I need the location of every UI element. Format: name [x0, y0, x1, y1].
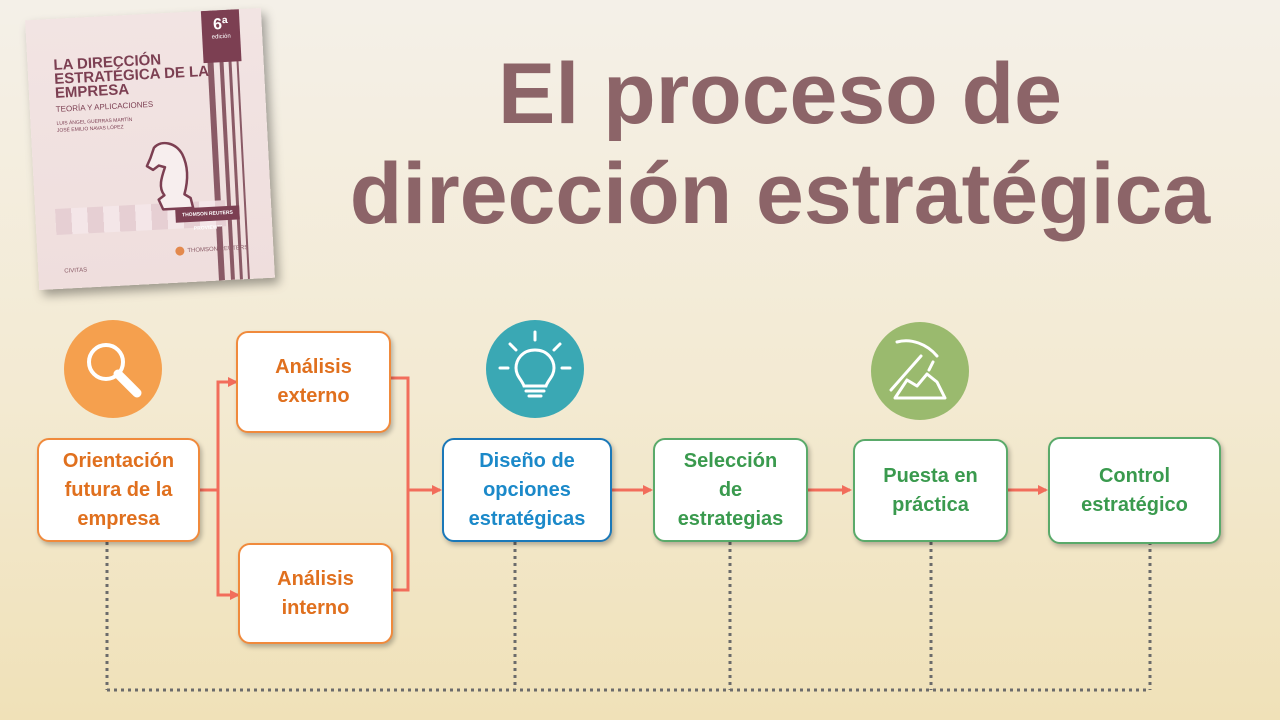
connector-from-interno: [393, 490, 410, 592]
lightbulb-icon: [498, 330, 572, 398]
page-title: El proceso de dirección estratégica: [290, 44, 1270, 244]
box-orientacion-futura: Orientación futura de la empresa: [37, 438, 200, 542]
magnifier-icon: [87, 343, 142, 398]
implementation-badge: [871, 322, 969, 420]
box-diseno-opciones: Diseño de opciones estratégicas: [442, 438, 612, 542]
title-line-2: dirección estratégica: [349, 146, 1211, 242]
pickaxe-icon: [889, 339, 947, 400]
box-analisis-interno: Análisis interno: [238, 543, 393, 644]
box-seleccion-estrategias: Selección de estrategias: [653, 438, 808, 542]
box-analisis-externo: Análisis externo: [236, 331, 391, 433]
design-badge: [486, 320, 584, 418]
box-puesta-en-practica: Puesta en práctica: [853, 439, 1008, 542]
title-line-1: El proceso de: [498, 46, 1062, 142]
connector-to-interno: [216, 490, 240, 600]
connector-to-externo: [216, 377, 238, 490]
box-control-estrategico: Control estratégico: [1048, 437, 1221, 544]
chess-knight-icon: [145, 141, 195, 211]
analysis-badge: [64, 320, 162, 418]
book-cover: 6ª edición LA DIRECCIÓN ESTRATÉGICA DE L…: [25, 8, 275, 290]
connector-from-externo: [390, 376, 410, 490]
